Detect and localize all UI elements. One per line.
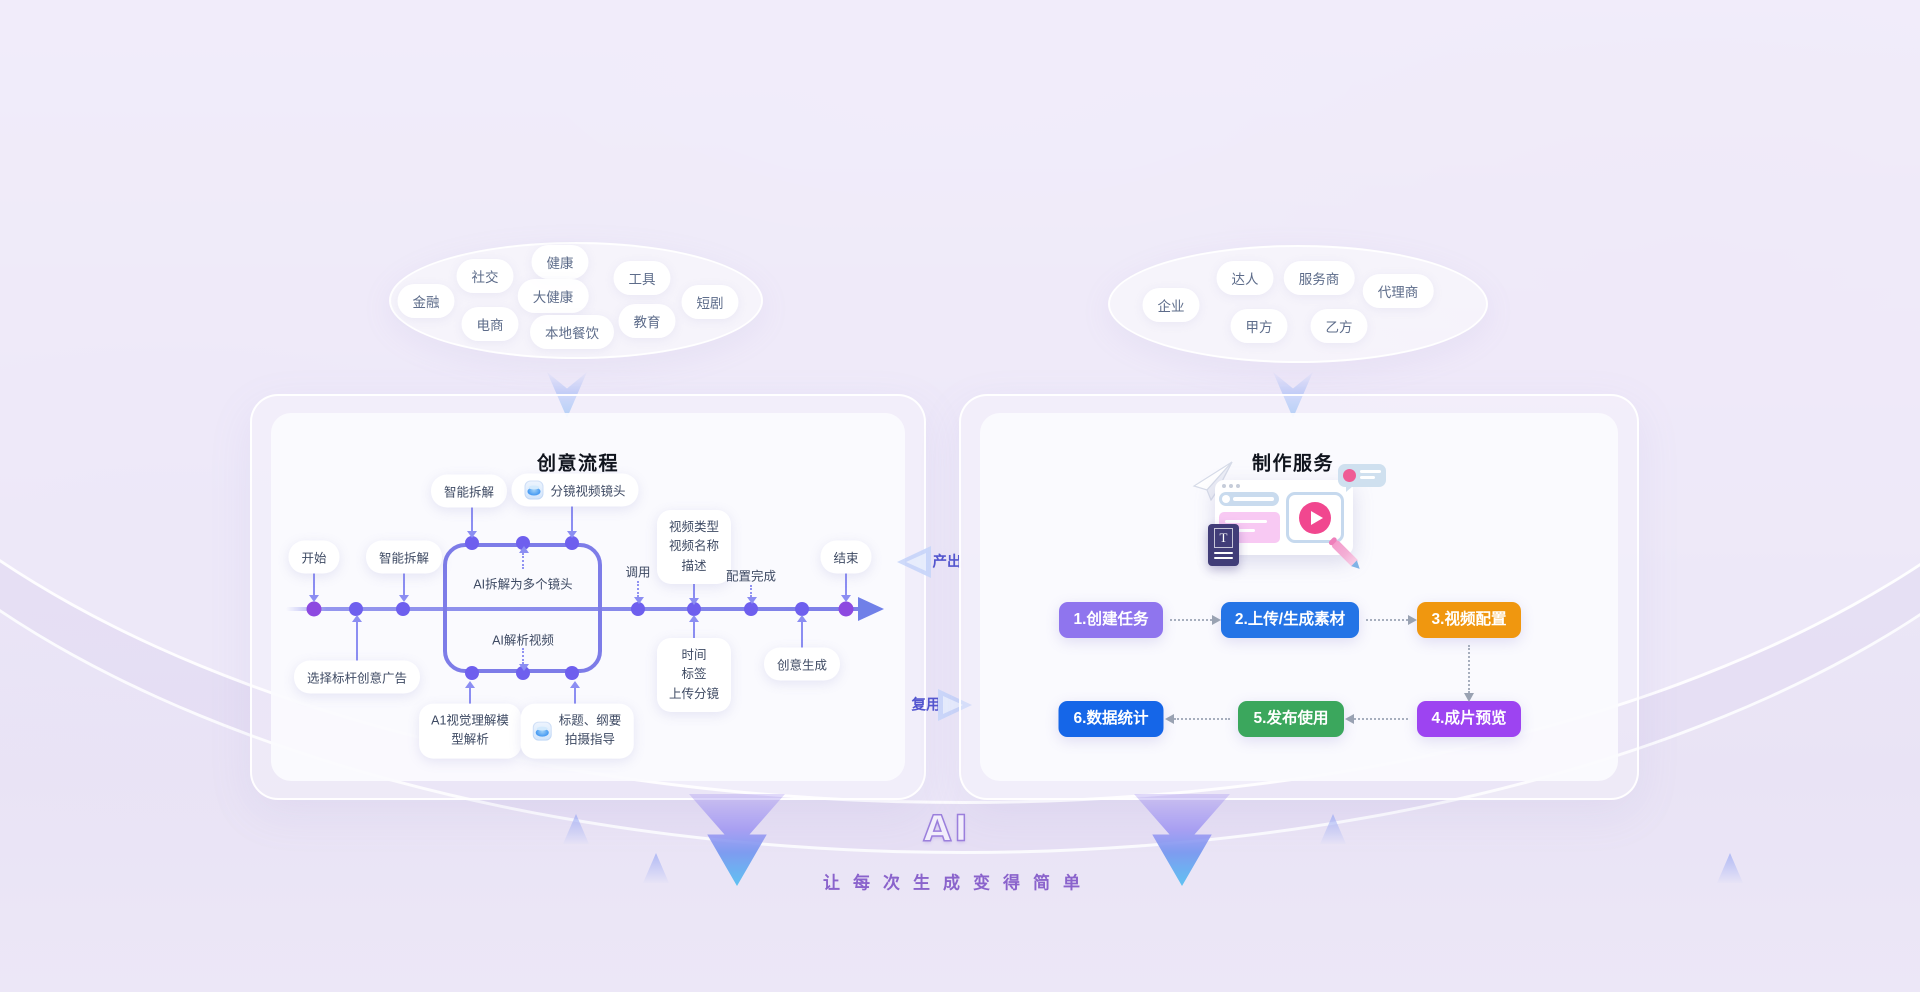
arrow-down — [567, 506, 577, 538]
node-select-benchmark: 选择标杆创意广告 — [293, 660, 421, 694]
node-smart-split-top: 智能拆解 — [430, 474, 508, 508]
arrow-up — [352, 615, 362, 662]
step-create-task[interactable]: 1.创建任务 — [1059, 602, 1163, 638]
node-config-done: 配置完成 — [725, 569, 777, 584]
box-dot — [465, 666, 479, 680]
node-video-meta: 视频类型 视频名称 描述 — [656, 509, 732, 585]
arrow-up — [797, 615, 807, 648]
timeline-dot — [687, 602, 701, 616]
output-label: 产出 — [932, 554, 962, 571]
box-bottom-label: AI解析视频 — [492, 633, 554, 648]
industry-tag: 健康 — [531, 245, 589, 279]
step-publish-use[interactable]: 5.发布使用 — [1238, 701, 1344, 737]
window-dots-icon — [1222, 484, 1226, 488]
slogan-text: 让每次生成变得简单 — [823, 873, 1093, 893]
connector-4-5 — [1345, 714, 1408, 724]
arrow-down — [689, 577, 699, 605]
node-creative-gen: 创意生成 — [763, 647, 841, 681]
timeline-arrowhead — [858, 597, 884, 621]
client-tag: 乙方 — [1310, 309, 1368, 343]
industry-tag: 工具 — [613, 261, 671, 295]
node-invoke: 调用 — [625, 565, 651, 580]
arrow-up — [689, 615, 699, 646]
text-tool-card: T — [1208, 524, 1239, 566]
timeline-dot — [631, 602, 645, 616]
arrow-down — [399, 572, 409, 602]
industry-tag: 教育 — [618, 304, 676, 338]
dotted-arrow-down — [747, 585, 757, 604]
node-start: 开始 — [288, 540, 340, 574]
bubble-dot — [1343, 469, 1356, 482]
node-visual-model: A1视觉理解模 型解析 — [419, 703, 521, 759]
title-outline-icon — [532, 721, 552, 741]
dotted-arrow-down — [634, 581, 644, 604]
video-editor-illustration: T — [1190, 458, 1395, 578]
connector-1-2 — [1170, 615, 1221, 625]
storyboard-icon — [524, 480, 544, 500]
step-video-config[interactable]: 3.视频配置 — [1417, 602, 1521, 638]
box-top-label: AI拆解为多个镜头 — [473, 577, 573, 592]
client-tag: 服务商 — [1283, 261, 1355, 295]
timeline-dot — [396, 602, 410, 616]
industry-tag: 短剧 — [681, 285, 739, 319]
step-film-preview[interactable]: 4.成片预览 — [1417, 701, 1521, 737]
step-data-stats[interactable]: 6.数据统计 — [1058, 701, 1164, 737]
timeline-dot-end — [838, 601, 854, 617]
arrow-up — [570, 681, 580, 708]
video-frame — [1286, 492, 1344, 543]
dotted-arrow-up — [519, 546, 529, 569]
client-tag: 甲方 — [1230, 309, 1288, 343]
connector-3-4 — [1464, 645, 1474, 702]
play-button-icon — [1299, 501, 1331, 534]
node-end: 结束 — [820, 540, 872, 574]
industry-tag: 金融 — [397, 284, 455, 318]
arrow-up — [465, 681, 475, 708]
comment-bubble-icon — [1338, 464, 1386, 492]
node-time-tags: 时间 标签 上传分镜 — [656, 637, 732, 713]
arrow-down — [841, 572, 851, 602]
client-tag: 企业 — [1142, 288, 1200, 322]
timeline-dot — [795, 602, 809, 616]
output-arrow-left — [897, 546, 931, 578]
client-tag: 达人 — [1216, 261, 1274, 295]
box-dot — [565, 666, 579, 680]
client-tag: 代理商 — [1362, 274, 1434, 308]
node-smart-split: 智能拆解 — [365, 540, 443, 574]
connector-2-3 — [1366, 615, 1417, 625]
arrow-down — [467, 506, 477, 538]
timeline-dot — [349, 602, 363, 616]
search-bar-graphic — [1219, 492, 1279, 506]
timeline — [286, 607, 862, 611]
timeline-dot-start — [306, 601, 322, 617]
production-service-title: 制作服务 — [1251, 453, 1335, 475]
arrow-down — [309, 572, 319, 602]
node-title-outline: 标题、纲要 拍摄指导 — [520, 703, 634, 759]
reuse-label: 复用 — [911, 697, 941, 714]
node-storyboard-shots: 分镜视频镜头 — [511, 473, 639, 507]
timeline-dot — [744, 602, 758, 616]
industry-tag: 电商 — [461, 307, 519, 341]
ai-logo-text: AI — [923, 808, 971, 851]
industry-tag: 大健康 — [517, 279, 589, 313]
industry-tag: 本地餐饮 — [530, 315, 614, 349]
connector-5-6 — [1165, 714, 1230, 724]
up-triangle — [1717, 853, 1743, 883]
box-dot — [565, 536, 579, 550]
dotted-arrow-down — [519, 648, 529, 671]
up-triangle — [643, 853, 669, 883]
box-dot — [465, 536, 479, 550]
step-upload-material[interactable]: 2.上传/生成素材 — [1221, 602, 1359, 638]
industry-tag: 社交 — [456, 259, 514, 293]
creative-process-title: 创意流程 — [536, 453, 620, 475]
